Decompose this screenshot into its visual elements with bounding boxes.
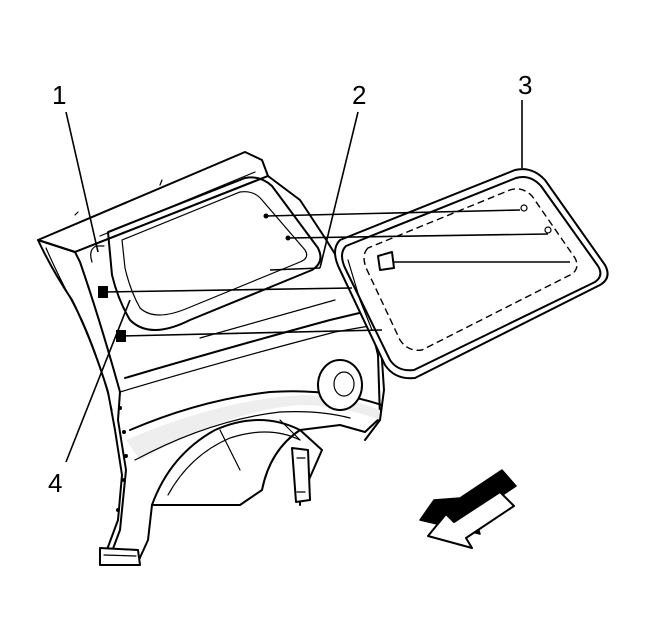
callout-2: 2 [352,80,366,110]
body-side-panel [37,151,385,566]
callout-1: 1 [52,80,66,110]
callout-4: 4 [48,468,62,498]
quarter-window-glass [334,168,609,380]
pillar-fastener-marks [116,406,128,512]
body-retainer-clips [98,286,126,342]
front-direction-arrow-icon [419,469,517,549]
callout-3: 3 [518,70,532,100]
callout-leaders [65,100,523,463]
alignment-lines [103,209,570,337]
